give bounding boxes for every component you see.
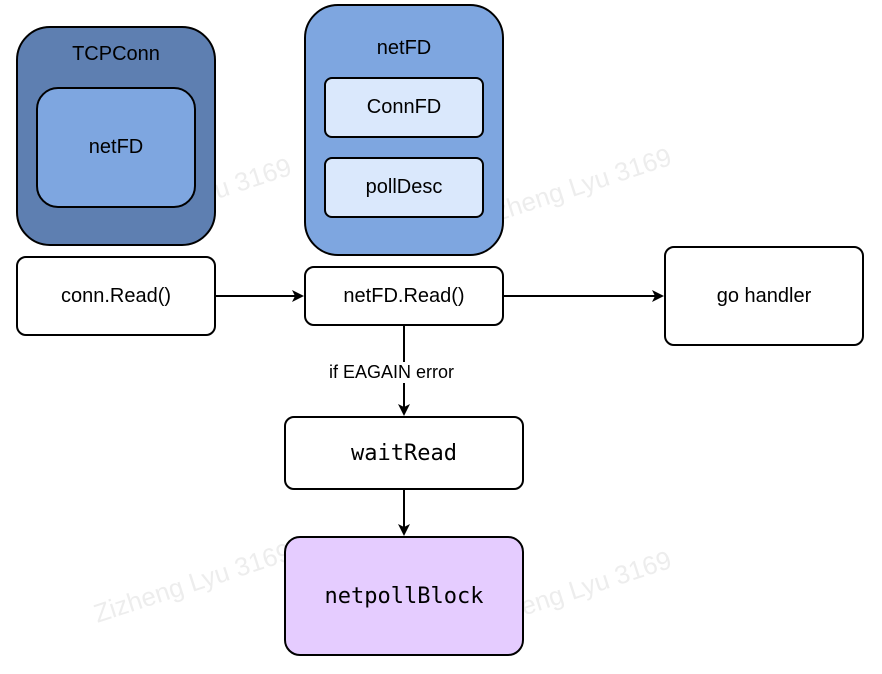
netfd-field-polldesc: pollDesc [324,157,484,218]
node-netfd-read: netFD.Read() [304,266,504,326]
node-wait-read-label: waitRead [351,440,457,466]
node-netpoll-block-label: netpollBlock [324,583,484,609]
node-conn-read-label: conn.Read() [60,284,172,307]
node-conn-read: conn.Read() [16,256,216,336]
node-wait-read: waitRead [284,416,524,490]
tcpconn-netfd-label: netFD [88,136,144,158]
tcpconn-netfd-box: netFD [36,87,196,208]
node-go-handler: go handler [664,246,864,346]
node-netfd-read-label: netFD.Read() [343,284,465,307]
tcpconn-title: TCPConn [72,43,160,65]
netfd-container: netFD ConnFD pollDesc [304,4,504,256]
netfd-field-connfd-label: ConnFD [366,96,442,118]
tcpconn-container: TCPConn netFD [16,26,216,246]
node-go-handler-label: go handler [716,284,812,307]
edge-label-eagain: if EAGAIN error [327,362,457,383]
netfd-field-polldesc-label: pollDesc [365,176,443,198]
netfd-field-connfd: ConnFD [324,77,484,138]
netfd-title: netFD [376,37,432,59]
node-netpoll-block: netpollBlock [284,536,524,656]
